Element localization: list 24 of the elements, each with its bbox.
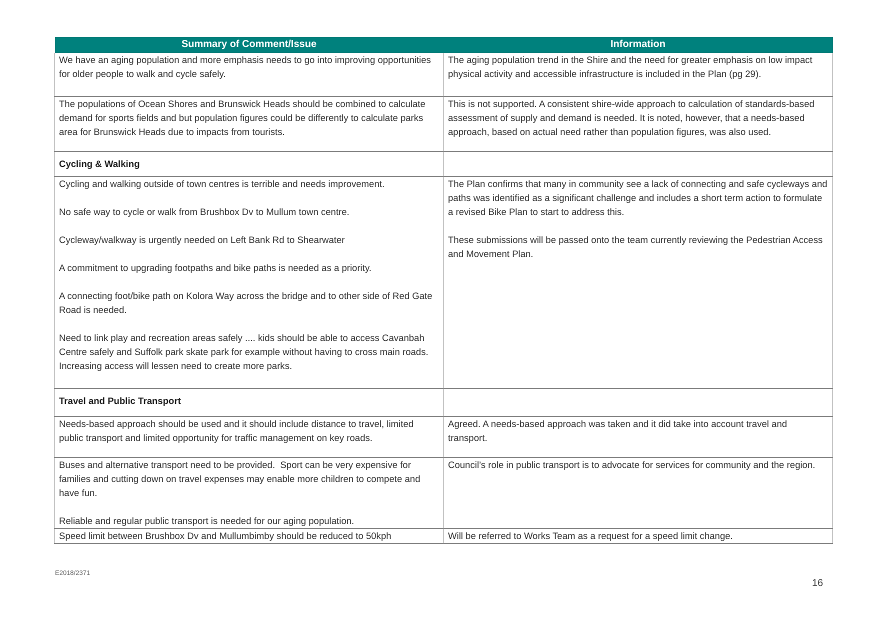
- table-text: Reliable and regular public transport is needed for our aging population.: [59, 514, 356, 528]
- table-text: Cycling and walking outside of town centres is terrible and needs improvement.: [59, 178, 386, 190]
- table-text: The aging population trend in the Shire and the need for greater emphasis on low impact physical activity and accessible infrastructure is included in the Plan (pg 29).: [448, 54, 814, 81]
- table-text: This is not supported. A consistent shire-wide approach to calculation of standards-based assessment of supply and demand is needed. It is noted, however, that a needs-based approach, based on actual need rather than population figures, was also used.: [448, 98, 816, 138]
- table-text: A commitment to upgrading footpaths and bike paths is needed as a priority.: [59, 262, 372, 274]
- page-number: 16: [812, 578, 824, 589]
- table-text: These submissions will be passed onto the team currently reviewing the Pedestrian Access and Movement Plan.: [448, 234, 824, 260]
- table-text: We have an aging population and more emphasis needs to go into improving opportunities for older people to walk and cycle safely.: [59, 54, 432, 81]
- table-text: No safe way to cycle or walk from Brushbox Dv to Mullum town centre.: [59, 206, 350, 218]
- table-text: Agreed. A needs-based approach was taken and it did take into account travel and transport.: [448, 418, 788, 444]
- table-text: The Plan confirms that many in community see a lack of connecting and safe cycleways and paths was identified as a significant challenge and includes a short term action to formulate a revised Bike Plan to start to address this.: [448, 178, 828, 218]
- table-text: The populations of Ocean Shores and Brunswick Heads should be combined to calculate demand for sports fields and but population figures could be differently to calculate parks area for Brunswick Heads due to impacts from tourists.: [59, 98, 426, 138]
- table-text: Speed limit between Brushbox Dv and Mullumbimby should be reduced to 50kph: [59, 530, 392, 542]
- table-text: Buses and alternative transport need to be provided. Sport can be very expensive for families and cutting down on travel expenses may enable more children to compete and have fun.: [59, 458, 422, 500]
- section-heading: Cycling & Walking: [59, 158, 141, 170]
- column-header: Summary of Comment/Issue: [54, 37, 444, 53]
- table-text: A connecting foot/bike path on Kolora Way across the bridge and to other side of Red Gate Road is needed.: [59, 290, 434, 316]
- table-text: Need to link play and recreation areas safely .... kids should be able to access Cavanbah Centre safely and Suffolk park skate park for example without having to cross main roads. Increasing access will lessen need to create more parks.: [59, 332, 430, 372]
- table-text: Will be referred to Works Team as a request for a speed limit change.: [448, 530, 734, 542]
- column-header: Information: [444, 37, 832, 53]
- table-text: Cycleway/walkway is urgently needed on Left Bank Rd to Shearwater: [59, 234, 346, 246]
- section-heading: Travel and Public Transport: [59, 394, 182, 408]
- table-text: Needs-based approach should be used and it should include distance to travel, limited public transport and limited opportunity for traffic management on key roads.: [59, 418, 415, 444]
- table-text: Council’s role in public transport is to advocate for services for community and the region.: [448, 458, 816, 472]
